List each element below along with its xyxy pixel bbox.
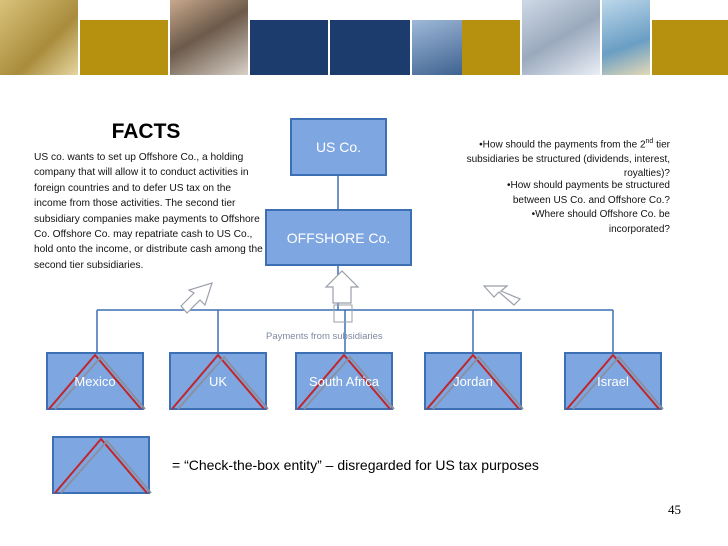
us-co-box: US Co. xyxy=(290,118,387,176)
subsidiary-box-uk xyxy=(169,352,269,410)
arrow-left-diagonal xyxy=(180,282,213,314)
facts-body: US co. wants to set up Offshore Co., a h… xyxy=(34,152,263,271)
subsidiary-box-south-africa xyxy=(295,352,395,410)
banner-block-navy-2 xyxy=(330,20,410,75)
disregarded-cross-red xyxy=(566,353,660,410)
subsidiary-box-israel xyxy=(564,352,664,410)
subsidiary-box-jordan xyxy=(424,352,524,410)
banner-photo-writing xyxy=(170,0,248,75)
arrow-right-diagonal xyxy=(482,285,522,306)
question-1-superscript: nd xyxy=(645,138,654,145)
legend-description: = “Check-the-box entity” – disregarded f… xyxy=(172,457,539,473)
banner-photo-building xyxy=(412,20,462,75)
subsidiary-label-israel: Israel xyxy=(597,373,629,389)
subsidiary-label-jordan: Jordan xyxy=(453,373,493,389)
disregarded-cross-red xyxy=(171,353,265,410)
payments-label: Payments from subsidiaries xyxy=(266,331,383,342)
disregarded-cross-gray xyxy=(303,355,395,410)
disregarded-cross-gray xyxy=(177,355,269,410)
offshore-co-box: OFFSHORE Co. xyxy=(265,209,412,266)
banner-photo-plant xyxy=(602,0,650,75)
subsidiary-label-mexico: Mexico xyxy=(74,373,116,389)
banner-block-gold xyxy=(80,20,168,75)
question-2-text: •How should payments be structured betwe… xyxy=(506,180,670,206)
subsidiary-box-mexico xyxy=(46,352,146,410)
banner-block-gold-3 xyxy=(652,20,728,75)
disregarded-cross-red xyxy=(297,353,391,410)
question-incorporation: •Where should Offshore Co. be incorporat… xyxy=(490,208,670,237)
banner-photo-office xyxy=(522,0,600,75)
page-number: 45 xyxy=(668,502,681,517)
disregarded-cross-red xyxy=(426,353,520,410)
facts-title: FACTS xyxy=(111,120,181,143)
subsidiary-label-south-africa: South Africa xyxy=(308,373,380,389)
header-banner xyxy=(0,0,728,85)
legend-check-box-entity xyxy=(52,436,152,494)
question-1-part2: tier subsidiaries be structured (dividen… xyxy=(466,139,670,180)
offshore-co-label: OFFSHORE Co. xyxy=(286,229,391,246)
us-co-label: US Co. xyxy=(315,139,362,155)
question-1-part1: •How should the payments from the 2 xyxy=(479,139,646,151)
disregarded-cross-gray xyxy=(432,355,524,410)
question-payment-structure: •How should the payments from the 2nd ti… xyxy=(444,135,670,182)
subsidiary-label-uk: UK xyxy=(208,373,228,389)
banner-photo-money xyxy=(0,0,78,75)
disregarded-cross-gray xyxy=(572,355,664,410)
banner-block-navy-1 xyxy=(250,20,328,75)
disregarded-cross-red xyxy=(48,353,142,410)
banner-block-gold-2 xyxy=(462,20,520,75)
question-usco-offshore: •How should payments be structured betwe… xyxy=(470,179,670,208)
question-3-text: •Where should Offshore Co. be incorporat… xyxy=(531,209,670,235)
disregarded-cross-gray xyxy=(54,355,146,410)
arrow-center-up xyxy=(324,270,360,323)
